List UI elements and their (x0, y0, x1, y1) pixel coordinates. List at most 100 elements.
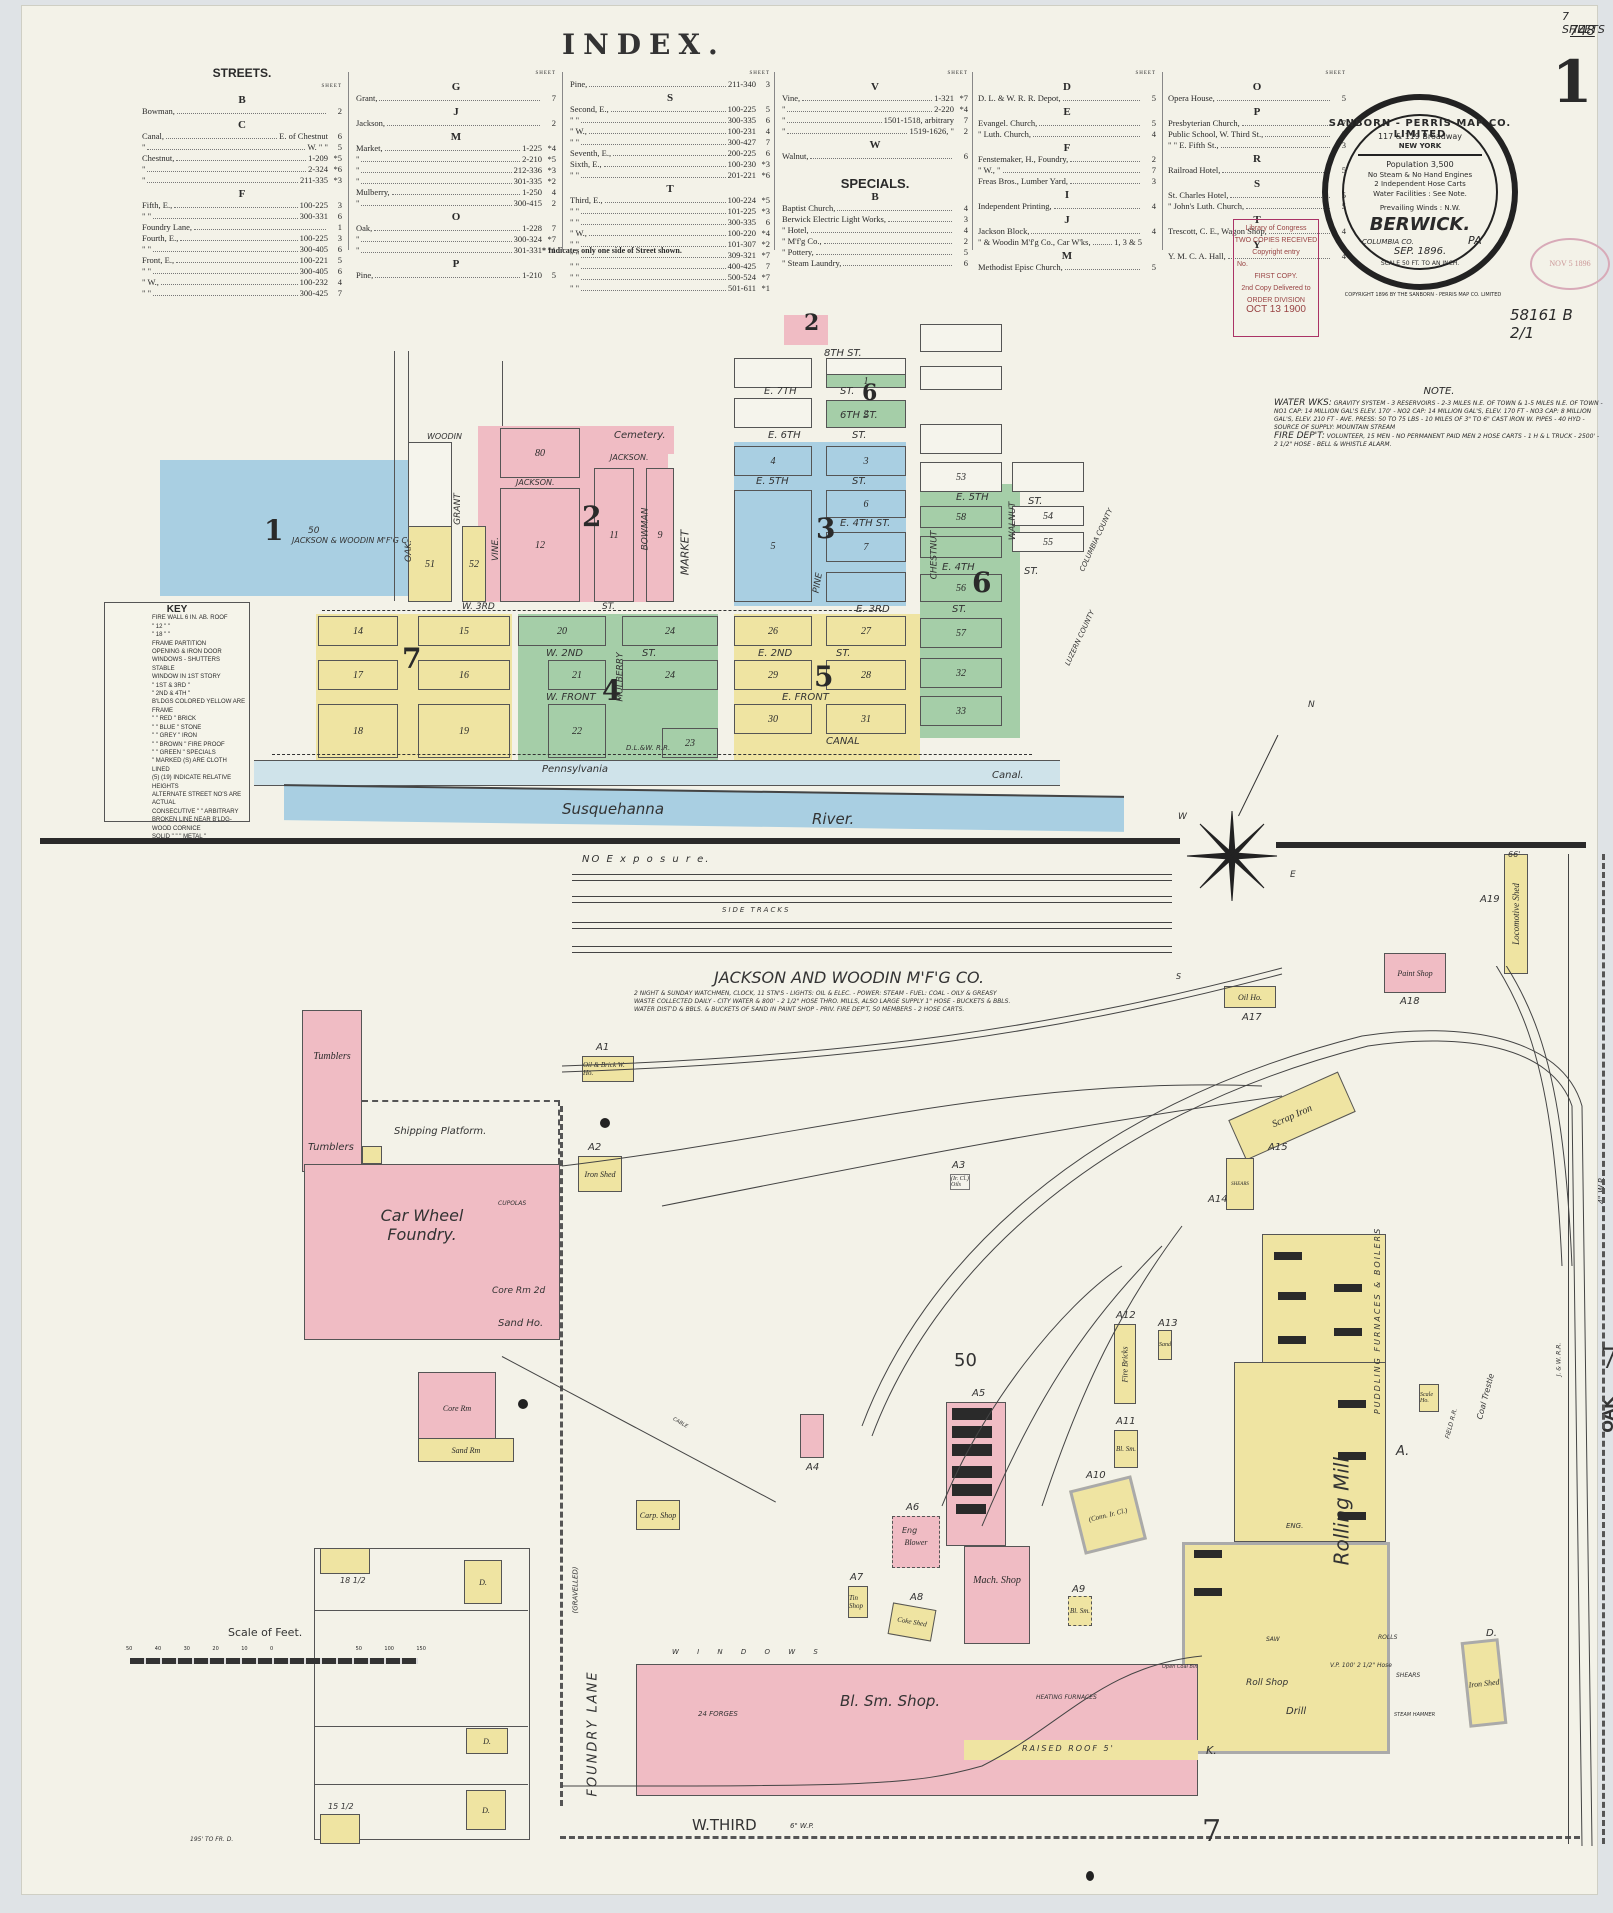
index-entry[interactable]: " Luth. Church,4 (978, 129, 1156, 140)
index-entry[interactable]: "212-336*3 (356, 165, 556, 176)
index-entry[interactable]: Freas Bros., Lumber Yard,3 (978, 176, 1156, 187)
index-entry[interactable]: Foundry Lane,1 (142, 222, 342, 233)
index-entry[interactable]: Third, E.,100-224*5 (570, 195, 770, 206)
building-car-wheel-foundry[interactable] (304, 1164, 560, 1340)
index-entry[interactable]: Berwick Electric Light Works,3 (782, 214, 968, 225)
index-entry[interactable]: "301-331*1 (356, 245, 556, 256)
index-entry[interactable]: D. L. & W. R. R. Depot,5 (978, 93, 1156, 104)
index-entry[interactable]: Market,1-225*4 (356, 143, 556, 154)
dwelling-3[interactable]: D. (466, 1790, 506, 1830)
index-entry[interactable]: Methodist Episc Church,5 (978, 262, 1156, 273)
index-entry[interactable]: " "501-611*1 (570, 283, 770, 294)
dwelling-1[interactable]: D. (464, 1560, 502, 1604)
index-entry[interactable]: " "500-524*7 (570, 272, 770, 283)
building-carp-shop[interactable]: Carp. Shop (636, 1500, 680, 1530)
building-a4[interactable] (800, 1414, 824, 1458)
index-entry[interactable]: "300-324*7 (356, 234, 556, 245)
index-entry[interactable]: " W.,100-220*4 (570, 228, 770, 239)
building-paint-shop[interactable]: Paint Shop (1384, 953, 1446, 993)
dwelling-2[interactable]: D. (466, 1728, 508, 1754)
index-entry[interactable]: " "101-307*2 (570, 239, 770, 250)
building-oil-house[interactable]: Oil Ho. (1224, 986, 1276, 1008)
index-entry[interactable]: Bowman,2 (142, 106, 342, 117)
index-entry[interactable]: Independent Printing,4 (978, 201, 1156, 212)
building-rolling-mill[interactable] (1182, 1542, 1390, 1754)
index-entry[interactable]: " Hotel,4 (782, 225, 968, 236)
index-entry[interactable]: Grant,7 (356, 93, 556, 104)
index-entry[interactable]: Sixth, E.,100-230*3 (570, 159, 770, 170)
index-entry[interactable]: "1519-1626, "2 (782, 126, 968, 137)
building-bl-sm-a11[interactable]: Bl. Sm. (1114, 1430, 1138, 1468)
building-blower[interactable]: Blower (892, 1516, 940, 1568)
building-bl-sm-a9[interactable]: Bl. Sm. (1068, 1596, 1092, 1626)
building-locomotive-shed[interactable]: Locomotive Shed (1504, 854, 1528, 974)
index-entry[interactable]: Chestnut,1-209*5 (142, 153, 342, 164)
building-bl-sm-shop[interactable] (636, 1664, 1198, 1796)
index-entry[interactable]: " & Woodin M'f'g Co., Car W'ks,1, 3 & 5 (978, 237, 1156, 248)
index-entry[interactable]: "2-220*4 (782, 104, 968, 115)
index-entry[interactable]: " John's Luth. Church,5 (1168, 201, 1346, 212)
building-fire-bricks[interactable]: Fire Bricks (1114, 1324, 1136, 1404)
index-entry[interactable]: Fenstemaker, H., Foundry,2 (978, 154, 1156, 165)
index-entry[interactable]: Opera House,5 (1168, 93, 1346, 104)
building-sand[interactable]: Sand (1158, 1330, 1172, 1360)
block-jackson-woodin[interactable] (160, 460, 430, 596)
building-shears[interactable]: SHEARS (1226, 1158, 1254, 1210)
index-entry[interactable]: Railroad Hotel,5 (1168, 165, 1346, 176)
building-scale-house[interactable]: Scale Ho. (1419, 1384, 1439, 1412)
building-tumblers[interactable]: Tumblers (302, 1010, 362, 1172)
index-entry[interactable]: Public School, W. Third St.,2 (1168, 129, 1346, 140)
index-entry[interactable]: "2-210*5 (356, 154, 556, 165)
index-entry[interactable]: " "101-225*3 (570, 206, 770, 217)
index-entry[interactable]: Baptist Church,4 (782, 203, 968, 214)
index-entry[interactable]: " W., "7 (978, 165, 1156, 176)
index-entry[interactable]: St. Charles Hotel,5 (1168, 190, 1346, 201)
index-entry[interactable]: "301-335*2 (356, 176, 556, 187)
index-entry[interactable]: Evangel. Church,5 (978, 118, 1156, 129)
index-entry[interactable]: " "309-321*7 (570, 250, 770, 261)
building-oils[interactable]: (Ir. Cl.) Oils (950, 1174, 970, 1190)
index-entry[interactable]: Walnut,6 (782, 151, 968, 162)
index-entry[interactable]: " Steam Laundry,6 (782, 258, 968, 269)
index-entry[interactable]: "2-324*6 (142, 164, 342, 175)
index-entry[interactable]: " Pottery,5 (782, 247, 968, 258)
building-tin-shop[interactable]: Tin Shop (848, 1586, 868, 1618)
index-entry[interactable]: " " E. Fifth St.,3 (1168, 140, 1346, 151)
index-entry[interactable]: "211-335*3 (142, 175, 342, 186)
index-entry[interactable]: " "201-221*6 (570, 170, 770, 181)
index-entry[interactable]: "W. " "5 (142, 142, 342, 153)
index-entry[interactable]: Y. M. C. A. Hall,4 (1168, 251, 1346, 262)
building-sand-rm[interactable]: Sand Rm (418, 1438, 514, 1462)
index-entry[interactable]: " M'f'g Co.,2 (782, 236, 968, 247)
building-oil-brick[interactable]: Oil & Brick W. Ho. (582, 1056, 634, 1082)
building-core-ovens[interactable]: Core Rm (418, 1372, 496, 1444)
index-entry[interactable]: Jackson,2 (356, 118, 556, 129)
building-mach-shop[interactable]: Mach. Shop (964, 1546, 1030, 1644)
building-iron-shed[interactable]: Iron Shed (578, 1156, 622, 1192)
index-entry[interactable]: Jackson Block,4 (978, 226, 1156, 237)
index-entry[interactable]: Vine,1-321*7 (782, 93, 968, 104)
index-entry[interactable]: Presbyterian Church,7 (1168, 118, 1346, 129)
